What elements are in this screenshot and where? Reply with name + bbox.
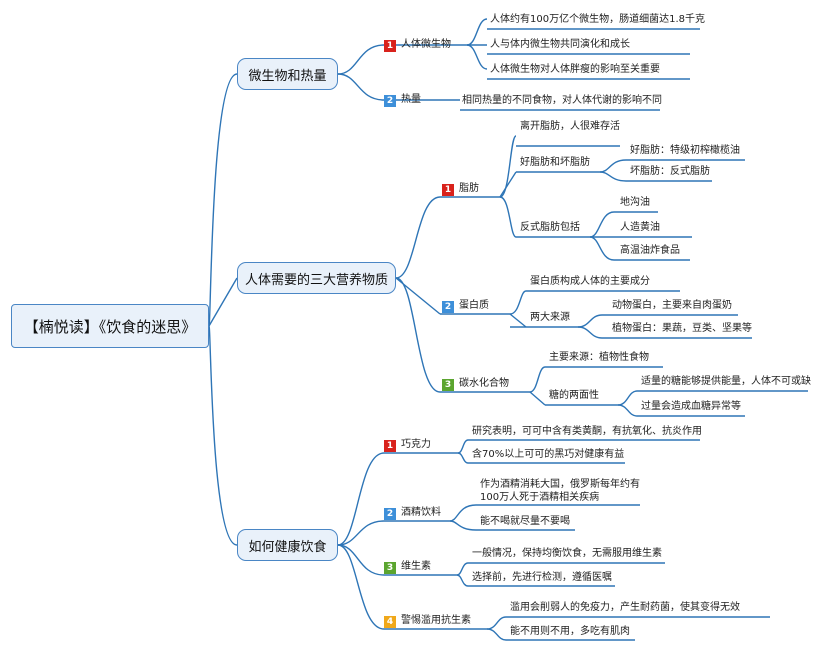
leaf-calorie-metabolism[interactable]: 相同热量的不同食物，对人体代谢的影响不同	[462, 95, 662, 106]
leaf-antibiotic-resistance[interactable]: 滥用会削弱人的免疫力，产生耐药菌，使其变得无效	[510, 602, 740, 613]
priority-3-badge: 3	[384, 562, 396, 574]
leaf-line: 作为酒精消耗大国，俄罗斯每年约有	[480, 479, 640, 490]
leaf-fried-food[interactable]: 高温油炸食品	[620, 245, 680, 256]
leaf-good-fat[interactable]: 好脂肪：特级初榨橄榄油	[630, 145, 740, 156]
subtopic-alcohol[interactable]: 2 酒精饮料	[384, 505, 441, 521]
main-topic-healthy-eating[interactable]: 如何健康饮食	[237, 529, 338, 561]
leaf-protein-main[interactable]: 蛋白质构成人体的主要成分	[530, 276, 650, 287]
main-topic-microbes-calories[interactable]: 微生物和热量	[237, 58, 338, 90]
subtopic-label: 巧克力	[401, 439, 431, 450]
root-topic-label: 【楠悦读】《饮食的迷思》	[23, 317, 197, 336]
root-topic[interactable]: 【楠悦读】《饮食的迷思》	[11, 304, 209, 348]
leaf-weight-impact[interactable]: 人体微生物对人体胖瘦的影响至关重要	[490, 64, 660, 75]
subtopic-label: 热量	[401, 94, 421, 105]
leaf-cocoa-flavonoids[interactable]: 研究表明，可可中含有类黄酮，有抗氧化、抗炎作用	[472, 426, 702, 437]
priority-2-badge: 2	[442, 301, 454, 313]
leaf-sugar-two-sides[interactable]: 糖的两面性	[549, 390, 599, 401]
subtopic-label: 碳水化合物	[459, 378, 509, 389]
leaf-good-bad-fat[interactable]: 好脂肪和坏脂肪	[520, 157, 590, 168]
leaf-bad-fat[interactable]: 坏脂肪：反式脂肪	[630, 166, 710, 177]
subtopic-human-microbes[interactable]: 1 人体微生物	[384, 37, 451, 53]
main-topic-label: 微生物和热量	[248, 68, 327, 84]
priority-3-badge: 3	[442, 379, 454, 391]
leaf-gutter-oil[interactable]: 地沟油	[620, 197, 650, 208]
priority-1-badge: 1	[442, 184, 454, 196]
priority-2-badge: 2	[384, 95, 396, 107]
leaf-dark-chocolate[interactable]: 含70%以上可可的黑巧对健康有益	[472, 449, 625, 460]
subtopic-label: 警惕滥用抗生素	[401, 615, 471, 626]
leaf-trans-fat-includes[interactable]: 反式脂肪包括	[520, 222, 580, 233]
leaf-avoid-drinking[interactable]: 能不喝就尽量不要喝	[480, 516, 570, 527]
leaf-coevolution[interactable]: 人与体内微生物共同演化和成长	[490, 39, 630, 50]
subtopic-label: 酒精饮料	[401, 507, 441, 518]
subtopic-carbohydrates[interactable]: 3 碳水化合物	[442, 376, 509, 392]
subtopic-antibiotics[interactable]: 4 警惕滥用抗生素	[384, 613, 471, 629]
leaf-carb-source[interactable]: 主要来源：植物性食物	[549, 352, 649, 363]
subtopic-fat[interactable]: 1 脂肪	[442, 181, 479, 197]
leaf-microbe-count[interactable]: 人体约有100万亿个微生物，肠道细菌达1.8千克	[490, 14, 705, 25]
leaf-test-first[interactable]: 选择前，先进行检测，遵循医嘱	[472, 572, 612, 583]
priority-2-badge: 2	[384, 508, 396, 520]
leaf-line: 100万人死于酒精相关疾病	[480, 492, 600, 503]
leaf-sugar-excess[interactable]: 过量会造成血糖异常等	[641, 401, 741, 412]
leaf-sugar-moderate[interactable]: 适量的糖能够提供能量，人体不可或缺	[641, 376, 811, 387]
leaf-balanced-diet[interactable]: 一般情况，保持均衡饮食，无需服用维生素	[472, 548, 662, 559]
leaf-margarine[interactable]: 人造黄油	[620, 222, 660, 233]
subtopic-label: 脂肪	[459, 183, 479, 194]
subtopic-label: 蛋白质	[459, 300, 489, 311]
priority-1-badge: 1	[384, 440, 396, 452]
main-topic-nutrients[interactable]: 人体需要的三大营养物质	[237, 262, 396, 294]
leaf-two-sources[interactable]: 两大来源	[530, 312, 570, 323]
leaf-avoid-antibiotics[interactable]: 能不用则不用，多吃有肌肉	[510, 626, 630, 637]
subtopic-label: 维生素	[401, 561, 431, 572]
priority-4-badge: 4	[384, 616, 396, 628]
subtopic-label: 人体微生物	[401, 39, 451, 50]
subtopic-calories[interactable]: 2 热量	[384, 92, 421, 108]
subtopic-protein[interactable]: 2 蛋白质	[442, 298, 489, 314]
leaf-plant-protein[interactable]: 植物蛋白：果蔬，豆类、坚果等	[612, 323, 752, 334]
subtopic-chocolate[interactable]: 1 巧克力	[384, 437, 431, 453]
main-topic-label: 人体需要的三大营养物质	[244, 272, 388, 288]
main-topic-label: 如何健康饮食	[248, 539, 327, 555]
priority-1-badge: 1	[384, 40, 396, 52]
leaf-russia-alcohol[interactable]: 作为酒精消耗大国，俄罗斯每年约有 100万人死于酒精相关疾病	[480, 478, 640, 504]
leaf-animal-protein[interactable]: 动物蛋白，主要来自肉蛋奶	[612, 300, 732, 311]
subtopic-vitamins[interactable]: 3 维生素	[384, 559, 431, 575]
leaf-fat-essential[interactable]: 离开脂肪，人很难存活	[520, 121, 620, 132]
